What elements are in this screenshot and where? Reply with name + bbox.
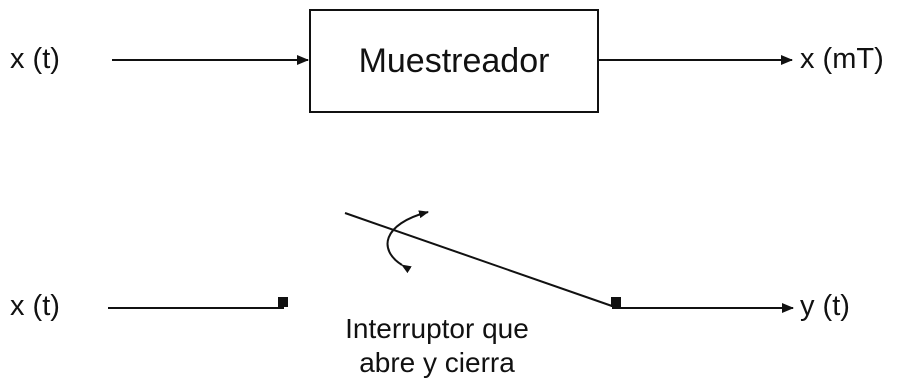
switch-output-label: y (t) — [800, 290, 850, 322]
switch-input-label: x (t) — [10, 290, 60, 322]
sampler-block-label: Muestreador — [359, 42, 550, 80]
switch-rotation-arrow-icon — [386, 210, 429, 274]
switch-diagram: x (t) y (t) Interruptor que abre y cierr… — [10, 210, 850, 378]
sampler-diagram: x (t) Muestreador x (mT) — [10, 9, 884, 113]
switch-input-terminal — [278, 297, 288, 307]
sampler-input-label: x (t) — [10, 43, 60, 75]
switch-blade — [344, 212, 613, 307]
switch-output-terminal — [611, 297, 621, 307]
switch-caption-line1: Interruptor que — [345, 313, 529, 344]
sampler-output-label: x (mT) — [800, 43, 884, 75]
switch-caption-line2: abre y cierra — [359, 347, 515, 378]
